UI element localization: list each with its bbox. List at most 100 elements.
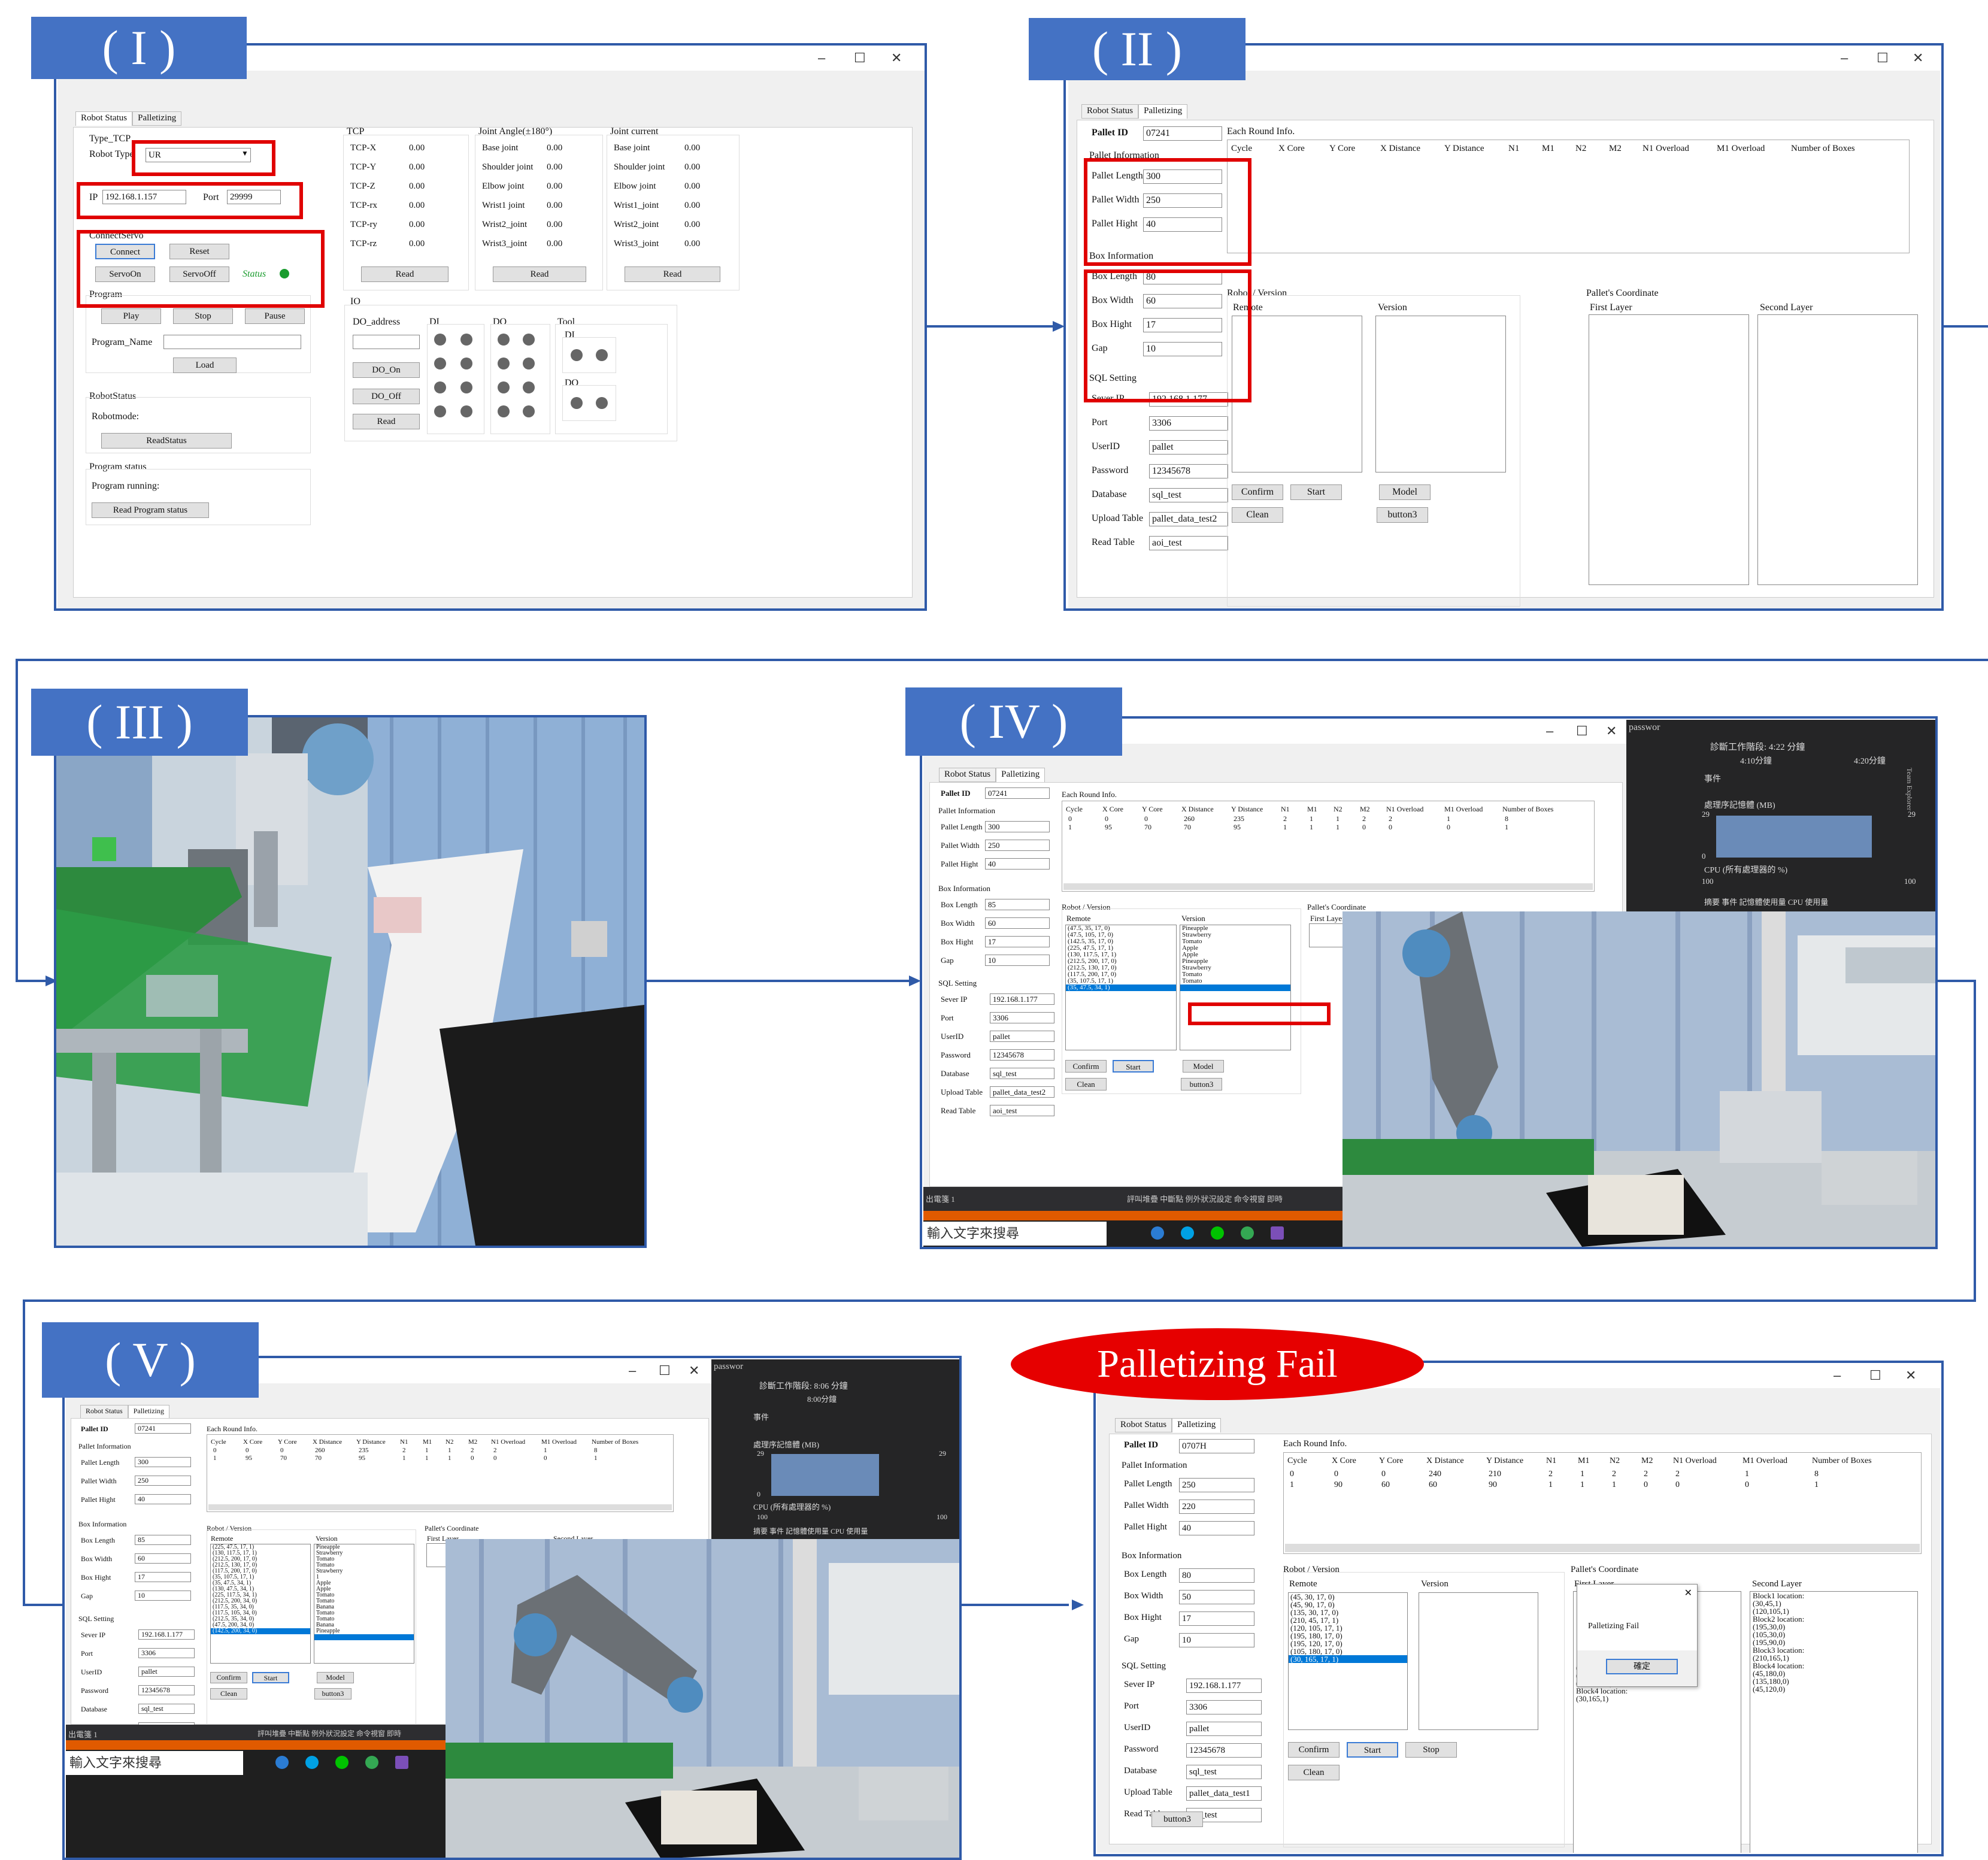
tab-palletizing[interactable]: Palletizing (996, 768, 1045, 782)
list-item[interactable]: (142.5, 200, 34, 0) (211, 1628, 310, 1634)
stop-button[interactable]: Stop (173, 308, 233, 324)
password-field[interactable]: 12345678 (1149, 464, 1228, 478)
confirm-button[interactable]: Confirm (1232, 484, 1283, 500)
visual-studio-icon[interactable] (395, 1756, 408, 1769)
model-button[interactable]: Model (317, 1672, 354, 1683)
remote-list[interactable] (1232, 316, 1362, 472)
pallet-width-field[interactable]: 220 (1179, 1499, 1254, 1514)
load-button[interactable]: Load (173, 358, 237, 373)
list-item[interactable]: (47.5, 35, 17, 0) (1068, 925, 1110, 932)
box-width-field[interactable]: 60 (985, 917, 1050, 929)
list-item[interactable]: (35, 107.5, 17, 1) (213, 1574, 254, 1580)
visual-studio-icon[interactable] (1271, 1226, 1284, 1240)
box-width-field[interactable]: 60 (1143, 294, 1222, 308)
list-item[interactable]: Apple (316, 1586, 331, 1592)
remote-list[interactable]: (47.5, 35, 17, 0)(47.5, 105, 17, 0)(142.… (1065, 925, 1177, 1050)
list-item[interactable]: (212.5, 200, 34, 0) (213, 1598, 257, 1604)
version-list[interactable] (1419, 1592, 1538, 1730)
close-icon[interactable]: ✕ (689, 1363, 700, 1378)
tab-robot-status[interactable]: Robot Status (1081, 104, 1139, 119)
database-field[interactable]: sql_test (1149, 488, 1228, 502)
list-item[interactable]: Tomato (316, 1592, 335, 1598)
edge-icon[interactable] (1151, 1226, 1164, 1240)
port-field[interactable]: 3306 (1149, 416, 1228, 431)
maximize-icon[interactable]: ☐ (659, 1363, 671, 1378)
pallet-length-field[interactable]: 300 (135, 1457, 191, 1467)
do-address-field[interactable] (353, 335, 420, 349)
close-icon[interactable]: ✕ (1905, 1368, 1917, 1383)
pallet-width-field[interactable]: 250 (985, 840, 1050, 851)
list-item[interactable]: (212.5, 200, 17, 0) (1068, 958, 1117, 965)
list-item[interactable]: Tomato (316, 1610, 335, 1616)
list-item[interactable]: (210, 45, 17, 1) (1290, 1616, 1339, 1625)
box-hight-field[interactable]: 17 (1143, 318, 1222, 332)
list-item[interactable]: (195, 120, 17, 0) (1290, 1639, 1342, 1648)
maximize-icon[interactable]: ☐ (1869, 1368, 1881, 1383)
list-item[interactable]: Tomato (316, 1556, 335, 1562)
servo-off-button[interactable]: ServoOff (169, 266, 229, 282)
pause-button[interactable]: Pause (245, 308, 305, 324)
list-item[interactable]: (225, 117.5, 34, 1) (213, 1592, 257, 1598)
port-field[interactable]: 3306 (990, 1012, 1054, 1023)
minimize-icon[interactable]: – (1546, 723, 1554, 738)
read-table-field[interactable]: aoi_test (990, 1105, 1054, 1116)
box-length-field[interactable]: 85 (985, 899, 1050, 910)
play-button[interactable]: Play (101, 308, 161, 324)
box-width-field[interactable]: 50 (1179, 1590, 1254, 1604)
list-item[interactable]: Pineapple (316, 1544, 340, 1550)
tab-palletizing[interactable]: Palletizing (128, 1405, 170, 1419)
do-on-button[interactable]: DO_On (353, 362, 420, 378)
list-item[interactable]: (130, 117.5, 17, 1) (1068, 951, 1117, 958)
list-item[interactable]: Pineapple (1182, 925, 1208, 932)
list-item[interactable]: Banana (316, 1622, 334, 1628)
userid-field[interactable]: pallet (1186, 1722, 1262, 1736)
line-icon[interactable] (1211, 1226, 1224, 1240)
model-button[interactable]: Model (1379, 484, 1431, 500)
tab-robot-status[interactable]: Robot Status (939, 768, 996, 782)
list-item[interactable]: (142.5, 35, 17, 0) (1068, 938, 1114, 945)
list-item[interactable]: Tomato (1182, 938, 1202, 945)
gap-field[interactable]: 10 (1143, 342, 1222, 356)
clean-button[interactable]: Clean (1065, 1078, 1107, 1090)
list-item[interactable]: Strawberry (1182, 931, 1211, 938)
list-item[interactable]: Apple (1182, 944, 1198, 952)
pallet-hight-field[interactable]: 40 (985, 858, 1050, 870)
skype-icon[interactable] (305, 1756, 319, 1769)
ip-field[interactable]: 192.168.1.157 (102, 190, 186, 204)
current-read-button[interactable]: Read (625, 266, 720, 282)
table-scrollbar[interactable] (1063, 883, 1593, 890)
skype-icon[interactable] (1181, 1226, 1194, 1240)
list-item[interactable]: (212.5, 35, 34, 0) (213, 1616, 254, 1622)
dialog-close-icon[interactable]: ✕ (1684, 1588, 1692, 1598)
team-explorer-tab[interactable]: Team Explorer (1905, 768, 1914, 811)
confirm-button[interactable]: Confirm (1065, 1060, 1107, 1073)
tab-palletizing[interactable]: Palletizing (132, 111, 182, 126)
upload-table-field[interactable]: pallet_data_test1 (1186, 1786, 1262, 1801)
taskbar-search[interactable]: 輸入文字來搜尋 (66, 1751, 243, 1775)
sever-ip-field[interactable]: 192.168.1.177 (990, 993, 1054, 1005)
reset-button[interactable]: Reset (169, 244, 229, 259)
list-item-selected[interactable] (1180, 984, 1290, 991)
pallet-length-field[interactable]: 300 (985, 821, 1050, 832)
start-button[interactable]: Start (1290, 484, 1342, 500)
upload-table-field[interactable]: pallet_data_test2 (990, 1086, 1054, 1098)
clean-button[interactable]: Clean (210, 1688, 247, 1700)
maximize-icon[interactable]: ☐ (1877, 50, 1889, 65)
password-field[interactable]: 12345678 (1186, 1743, 1262, 1758)
do-off-button[interactable]: DO_Off (353, 389, 420, 404)
list-item[interactable]: Strawberry (316, 1550, 343, 1556)
box-length-field[interactable]: 85 (135, 1535, 191, 1545)
list-item[interactable]: (45, 30, 17, 0) (1290, 1592, 1335, 1601)
box-hight-field[interactable]: 17 (135, 1572, 191, 1582)
maximize-icon[interactable]: ☐ (854, 50, 866, 65)
connect-button[interactable]: Connect (95, 244, 155, 259)
tab-palletizing[interactable]: Palletizing (1138, 104, 1188, 119)
close-icon[interactable]: ✕ (891, 50, 902, 65)
gap-field[interactable]: 10 (985, 955, 1050, 966)
io-read-button[interactable]: Read (353, 414, 420, 429)
button3[interactable]: button3 (1181, 1078, 1222, 1090)
password-field[interactable]: 12345678 (990, 1049, 1054, 1061)
